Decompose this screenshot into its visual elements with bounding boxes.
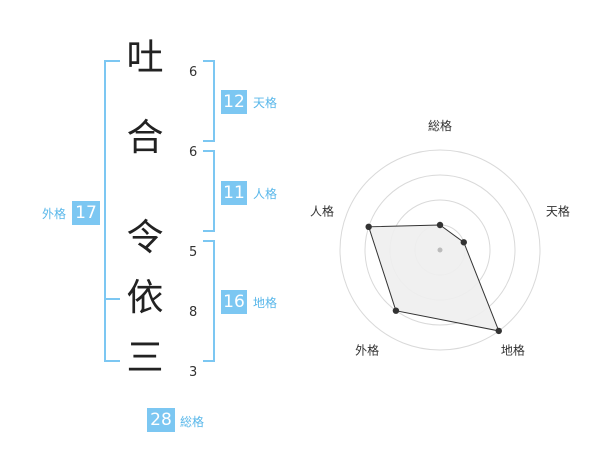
name-char-5: 三: [126, 336, 164, 379]
gaikaku-bracket-tick: [104, 298, 120, 300]
soukaku-value: 28: [147, 408, 175, 432]
name-char-1: 吐: [126, 36, 164, 79]
radar-point-5: [365, 223, 372, 231]
radar-axis-label-1: 総格: [428, 118, 452, 133]
radar-axis-label-5: 人格: [310, 204, 334, 219]
radar-grid-ring-3: [364, 174, 516, 326]
radar-point-3: [495, 327, 502, 335]
tenkaku-label: 天格: [253, 96, 278, 110]
stroke-count-2: 6: [189, 145, 198, 160]
jinkaku-bracket: [203, 150, 215, 232]
name-char-4: 依: [126, 276, 164, 319]
radar-grid-ring-4: [339, 149, 541, 351]
tenkaku-bracket: [203, 60, 215, 142]
chikaku-bracket: [203, 240, 215, 362]
radar-series-area: [368, 224, 500, 332]
tenkaku-value: 12: [221, 90, 247, 114]
radar-axis-label-4: 外格: [355, 342, 379, 357]
radar-axis-label-2: 天格: [546, 204, 570, 219]
radar-point-2: [460, 239, 467, 246]
radar-point-1: [436, 221, 444, 229]
chikaku-value: 16: [221, 290, 247, 314]
jinkaku-label: 人格: [253, 187, 278, 201]
gaikaku-bracket: [104, 60, 120, 362]
name-char-3: 令: [126, 216, 164, 259]
stroke-count-5: 3: [189, 365, 198, 380]
stroke-count-3: 5: [189, 245, 198, 260]
stroke-count-1: 6: [189, 65, 198, 80]
chikaku-label: 地格: [253, 296, 278, 310]
stroke-count-4: 8: [189, 305, 198, 320]
gaikaku-value: 17: [72, 201, 100, 225]
gaikaku-label: 外格: [42, 207, 67, 221]
radar-center: [437, 247, 443, 253]
jinkaku-value: 11: [221, 181, 247, 205]
soukaku-label: 総格: [180, 415, 205, 429]
name-char-2: 合: [126, 116, 164, 159]
radar-axis-label-3: 地格: [501, 342, 525, 357]
radar-point-4: [392, 307, 400, 314]
